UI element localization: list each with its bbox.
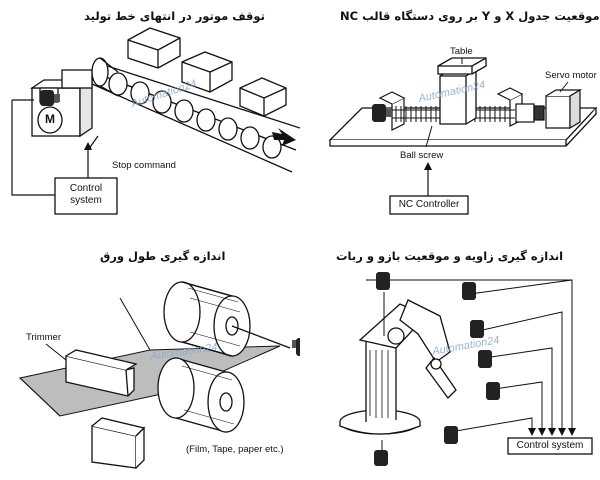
direction-arrow xyxy=(272,128,296,146)
nc-controller-label: NC Controller xyxy=(398,199,460,210)
panel-sheet-length: اندازه گیری طول ورق Trimmer (Film, Tape,… xyxy=(0,240,300,480)
table-label: Table xyxy=(450,46,473,57)
encoder-icon xyxy=(374,272,500,466)
signal-lines xyxy=(366,279,573,454)
nc-table-drawing xyxy=(328,57,598,215)
control-system-box xyxy=(54,177,118,215)
servo-motor-label: Servo motor xyxy=(545,70,597,81)
panel-motor-stop: توقف موتور در انتهای خط تولید M Stop com… xyxy=(0,0,300,240)
nc-controller-box xyxy=(389,195,469,215)
control-system-box xyxy=(507,437,593,455)
caption-sheet-length: اندازه گیری طول ورق xyxy=(100,249,226,263)
motor-letter: M xyxy=(45,112,55,126)
control-system-label: Control system xyxy=(69,183,103,206)
sheet-length-drawing xyxy=(18,281,300,469)
encoder-icon xyxy=(40,90,60,106)
servo-pointer xyxy=(559,81,569,93)
encoder-icon xyxy=(292,338,300,356)
lower-roller xyxy=(157,357,245,433)
materials-label: (Film, Tape, paper etc.) xyxy=(186,444,284,455)
caption-robot-arm: اندازه گیری زاویه و موقعیت بازو و ربات xyxy=(336,249,564,263)
conveyor-belt xyxy=(91,61,300,173)
robot-base xyxy=(339,339,421,435)
stop-command-arrowhead xyxy=(84,142,92,150)
ballscrew-pointer xyxy=(425,125,433,148)
panel-nc-table: موقعیت جدول X و Y بر روی دستگاه قالب NC … xyxy=(300,0,600,240)
motor-stop-drawing xyxy=(11,27,300,215)
trimmer-label: Trimmer xyxy=(26,332,61,343)
control-system-label: Control system xyxy=(516,440,584,451)
conveyor-rollers xyxy=(108,72,282,159)
upper-roller xyxy=(163,281,251,357)
roller-shaft xyxy=(231,325,291,349)
sheet-material xyxy=(18,297,281,417)
encoder-icon xyxy=(372,104,392,122)
caption-nc-table: موقعیت جدول X و Y بر روی دستگاه قالب NC xyxy=(340,9,600,23)
table-carriage xyxy=(437,57,487,125)
robot-arm xyxy=(358,299,457,399)
panel-robot-arm: اندازه گیری زاویه و موقعیت بازو و ربات C… xyxy=(300,240,600,480)
stop-command-label: Stop command xyxy=(112,160,176,171)
product-boxes xyxy=(127,27,287,117)
trimmer-blade xyxy=(65,349,146,469)
signal-arrowheads xyxy=(528,428,576,436)
trimmer-pointer xyxy=(45,343,67,361)
robot-arm-drawing xyxy=(339,272,593,466)
motor-assembly xyxy=(29,57,119,138)
ball-screw-label: Ball screw xyxy=(400,150,444,161)
servo-motor xyxy=(515,88,583,130)
caption-motor-stop: توقف موتور در انتهای خط تولید xyxy=(84,9,265,23)
